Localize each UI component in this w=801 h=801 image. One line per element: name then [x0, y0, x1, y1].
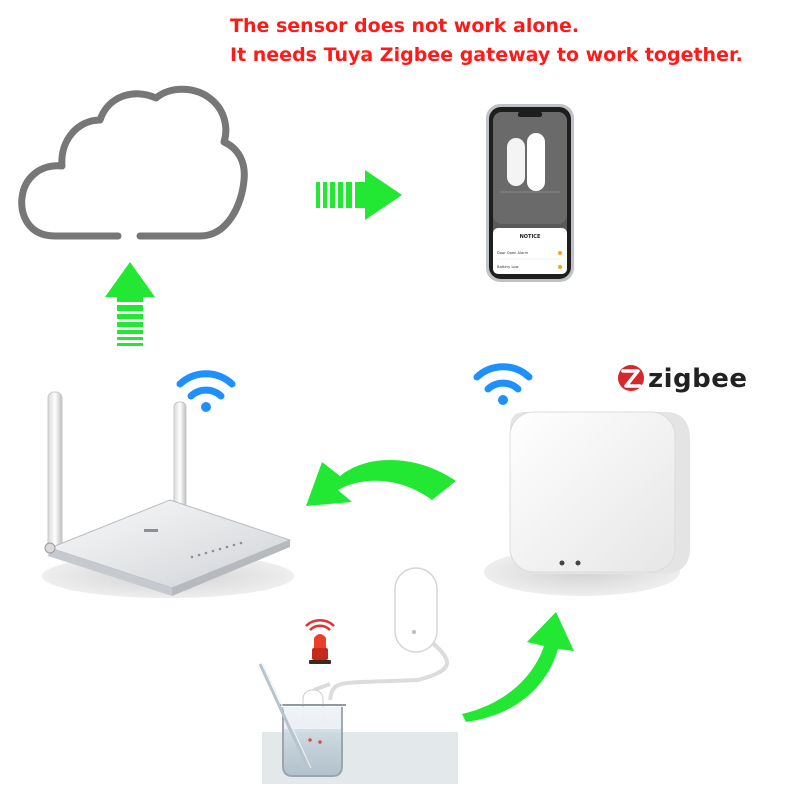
arrow-icon-curved-up: [462, 612, 574, 722]
alarm-light-icon: [305, 619, 335, 664]
phone-notice-item: Door Open Alarm: [497, 251, 529, 255]
notice-line-2: It needs Tuya Zigbee gateway to work tog…: [230, 44, 743, 66]
brand-name: zigbee: [648, 364, 748, 394]
smartphone: NOTICE Door Open Alarm Battery Low: [486, 104, 574, 282]
phone-notice-item: Battery Low: [497, 265, 519, 269]
arrow-icon-up: [105, 262, 155, 346]
arrow-icon-curved-left: [306, 459, 456, 506]
router-icon: [42, 391, 294, 598]
phone-notice-title: NOTICE: [520, 234, 541, 240]
gateway-hub-icon: [484, 411, 690, 596]
cloud-icon: [18, 85, 248, 240]
beaker-icon: [258, 663, 346, 777]
wifi-icon: [176, 370, 236, 412]
zigbee-logo-icon: [618, 365, 644, 391]
arrow-icon-right: [316, 170, 402, 220]
wifi-icon: [473, 363, 533, 405]
notice-line-1: The sensor does not work alone.: [230, 15, 580, 37]
